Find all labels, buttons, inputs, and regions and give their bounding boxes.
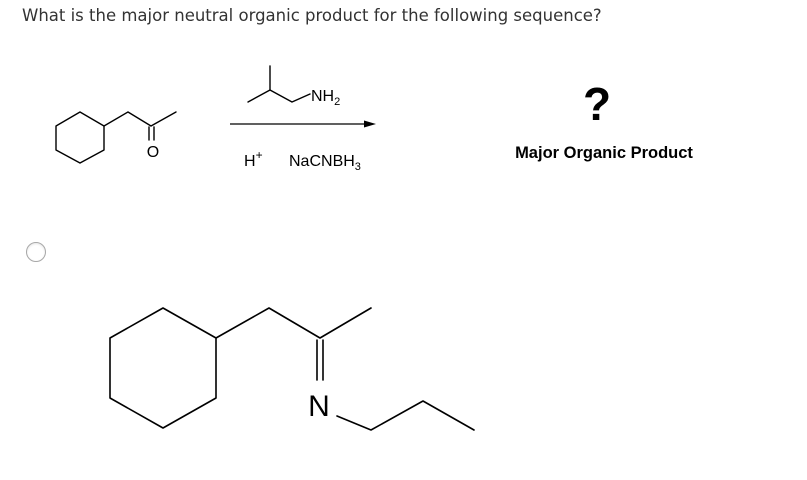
answer-nitrogen-label: N: [308, 390, 330, 423]
reductant-reagent-label: NaCNBH3: [289, 153, 361, 173]
reaction-arrow: [230, 120, 376, 128]
reaction-scheme: O NH2 H+ NaCNBH3 ? Major Organic Product: [55, 65, 693, 173]
amine-backbone: [247, 89, 311, 103]
product-caption: Major Organic Product: [515, 144, 693, 162]
reactant-oxygen-label: O: [147, 144, 159, 161]
amine-label: NH2: [311, 88, 340, 108]
answer-cyclohexane-ring: [109, 307, 217, 429]
reactant-side-chain: [103, 111, 177, 127]
answer-side-chain: [215, 307, 372, 339]
product-question-mark: ?: [583, 78, 611, 130]
reactant-ketone-structure: [55, 111, 177, 164]
amine-reagent-structure: [247, 65, 311, 103]
acid-reagent-label: H+: [244, 148, 263, 170]
question-text: What is the major neutral organic produc…: [22, 6, 602, 25]
answer-option-radio[interactable]: [26, 242, 46, 262]
answer-propyl-chain: [336, 400, 475, 431]
